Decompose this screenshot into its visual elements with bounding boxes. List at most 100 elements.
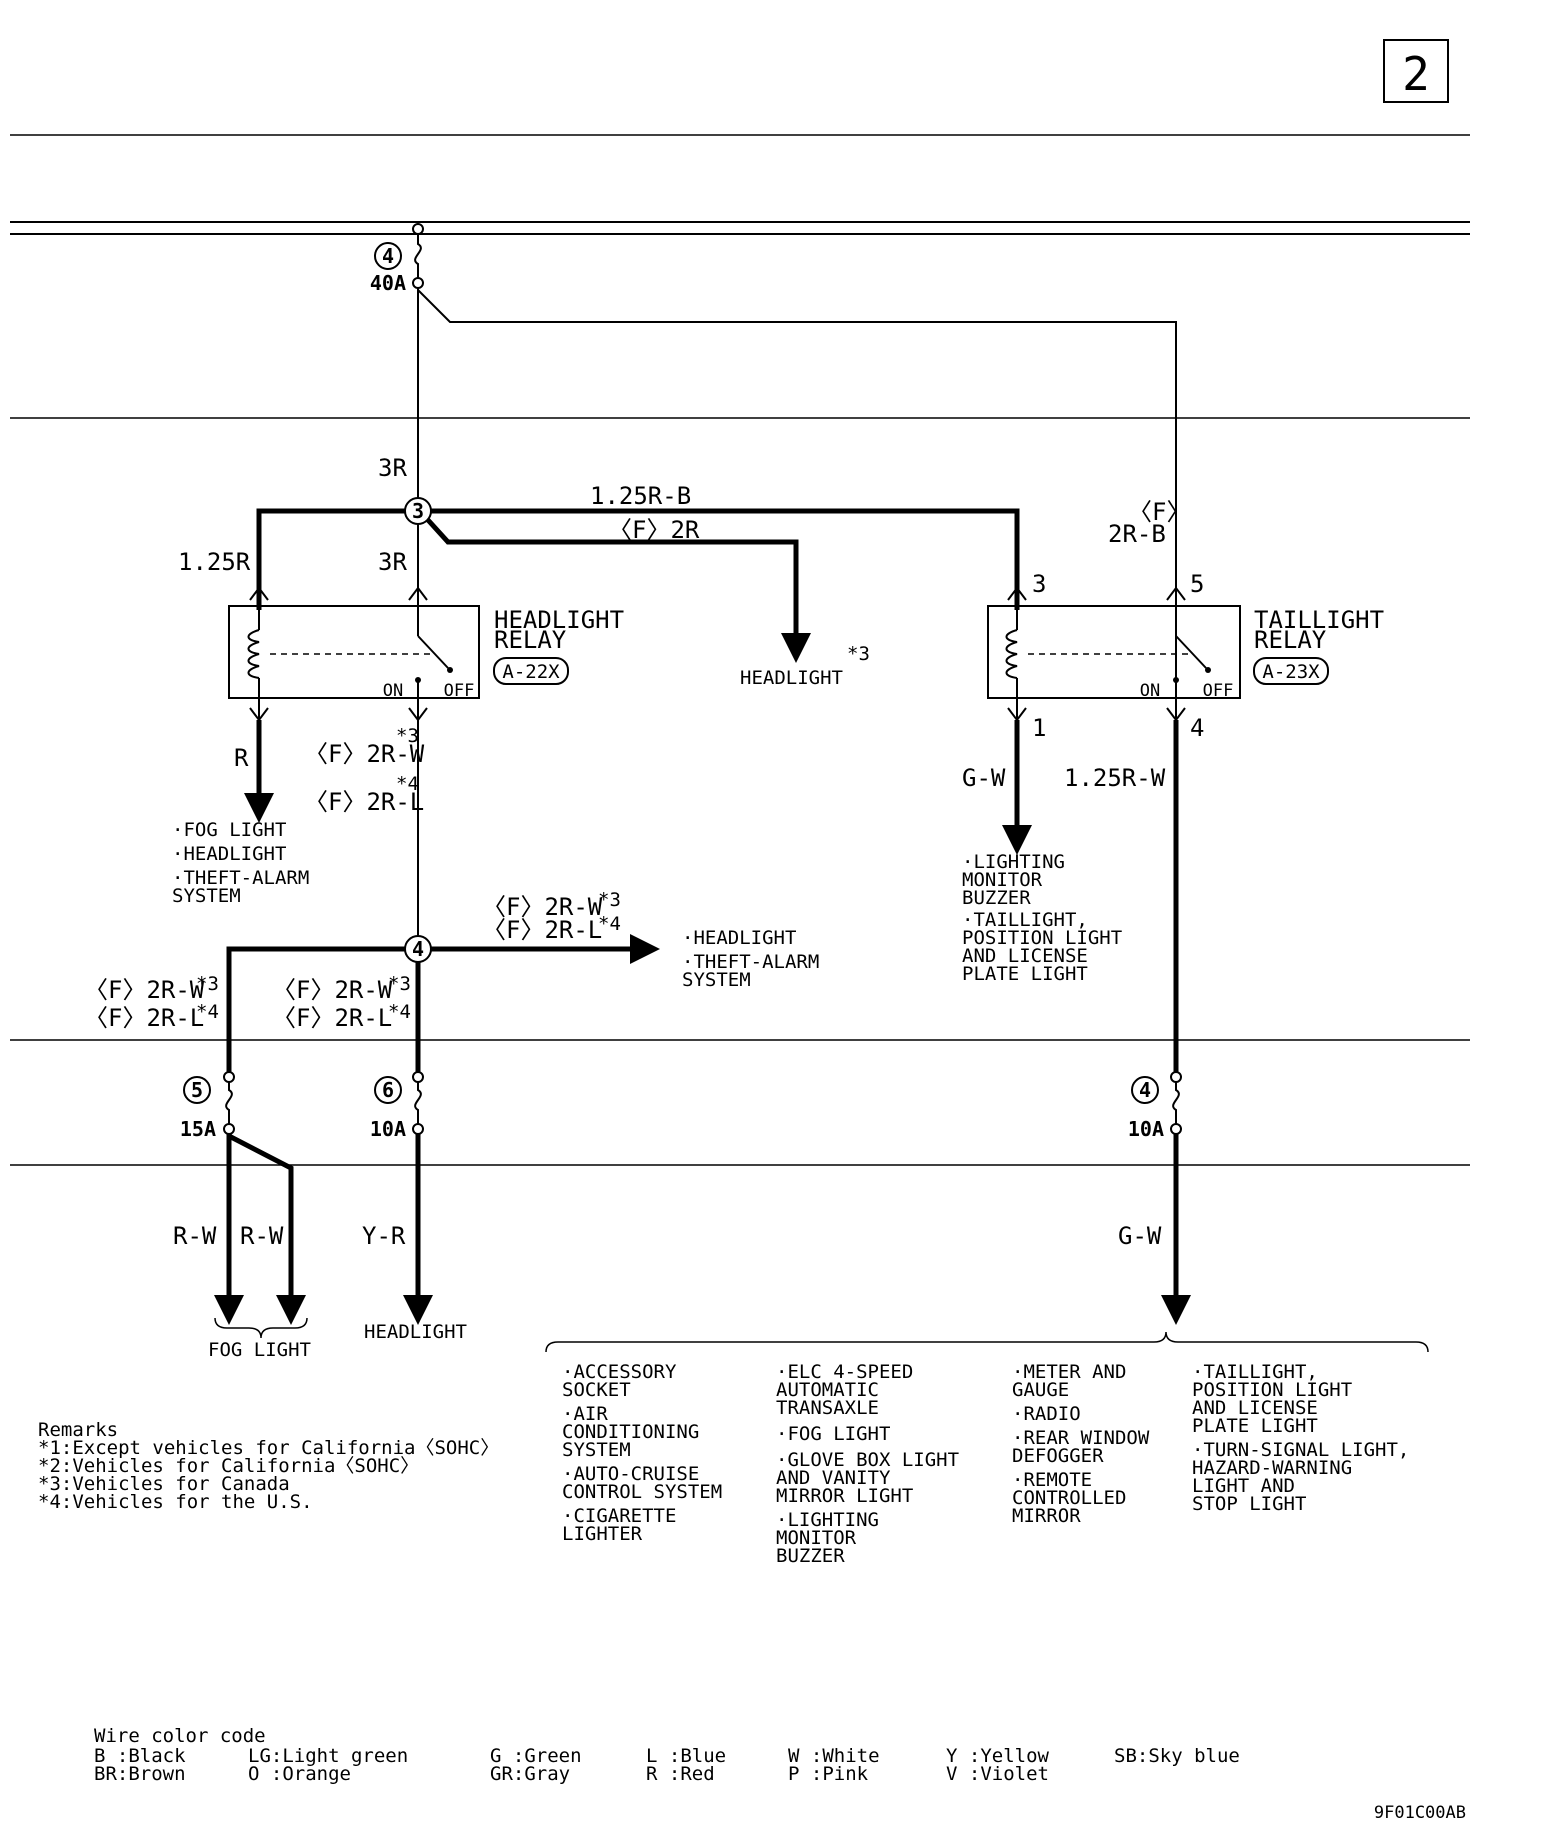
list-line: LIGHTER: [562, 1523, 643, 1545]
color-code: GR:Gray: [490, 1763, 570, 1785]
remark-item: *3:Vehicles for Canada: [38, 1473, 290, 1495]
list-line: ·ACCESSORY: [562, 1361, 677, 1383]
star-note: *3: [388, 973, 411, 995]
color-code: LG:Light green: [248, 1745, 408, 1767]
list-line: TRANSAXLE: [776, 1397, 879, 1419]
list-line: AUTOMATIC: [776, 1379, 879, 1401]
taillight-relay: ON OFF TAILLIGHT RELAY A-23X 3 5 1 4: [987, 570, 1384, 742]
destination-line: ·THEFT-ALARM: [172, 867, 309, 889]
color-code: B :Black: [94, 1745, 186, 1767]
star-note: *3: [847, 643, 870, 665]
bottom-list-col4: ·TAILLIGHT, POSITION LIGHT AND LICENSE P…: [1192, 1361, 1409, 1515]
wire-color-code: Wire color code B :Black LG:Light green …: [94, 1725, 1240, 1785]
wire-label: Y-R: [362, 1222, 406, 1250]
wire-label: 1.25R-B: [590, 482, 691, 510]
list-line: STOP LIGHT: [1192, 1493, 1306, 1515]
list-line: AND LICENSE: [1192, 1397, 1318, 1419]
color-code: Y :Yellow: [946, 1745, 1050, 1767]
color-code: BR:Brown: [94, 1763, 186, 1785]
section-rules: [10, 134, 1470, 1166]
list-line: PLATE LIGHT: [1192, 1415, 1318, 1437]
footer-code: 9F01C00AB: [1374, 1803, 1466, 1823]
wire-label: R: [234, 744, 249, 772]
remarks: Remarks *1:Except vehicles for Californi…: [38, 1419, 499, 1513]
fuse-number: 4: [382, 244, 394, 268]
remark-item: *4:Vehicles for the U.S.: [38, 1491, 313, 1513]
destination-line: ·THEFT-ALARM: [682, 951, 819, 973]
fuse-15a: 5 15A: [180, 1071, 235, 1141]
pin-4: 4: [1190, 714, 1204, 742]
page-number: 2: [1402, 47, 1430, 101]
star-note: *4: [598, 913, 621, 935]
pin-3: 3: [1032, 570, 1046, 598]
wire-label: 〈F〉: [1128, 498, 1190, 526]
list-line: ·FOG LIGHT: [776, 1423, 890, 1445]
pin-1: 1: [1032, 714, 1046, 742]
relay-off-label: OFF: [1203, 681, 1234, 701]
star-note: *4: [196, 1001, 219, 1023]
color-code: P :Pink: [788, 1763, 869, 1785]
list-line: AND VANITY: [776, 1467, 891, 1489]
color-code: L :Blue: [646, 1745, 726, 1767]
list-line: CONDITIONING: [562, 1421, 699, 1443]
wire-label: 2R-B: [1108, 520, 1166, 548]
destination-line: AND LICENSE: [962, 945, 1088, 967]
pin-5: 5: [1190, 570, 1204, 598]
remark-item: *1:Except vehicles for California〈SOHC〉: [38, 1437, 499, 1459]
wire-label: G-W: [962, 764, 1006, 792]
color-code: O :Orange: [248, 1763, 351, 1785]
wire-label: 〈F〉2R-W: [304, 740, 425, 768]
wire-label: 〈F〉2R-L: [84, 1004, 204, 1032]
junction-number: 4: [412, 937, 424, 961]
wire-label: R-W: [240, 1222, 284, 1250]
wire-label: G-W: [1118, 1222, 1162, 1250]
list-line: HAZARD-WARNING: [1192, 1457, 1352, 1479]
list-line: ·METER AND: [1012, 1361, 1126, 1383]
wire-f-2r-headlight: [426, 518, 811, 663]
wire-label: 〈F〉2R: [608, 516, 700, 544]
list-line: LIGHT AND: [1192, 1475, 1295, 1497]
wire-r-w-2: [227, 1133, 306, 1325]
destination-line: MONITOR: [962, 869, 1043, 891]
list-line: ·CIGARETTE: [562, 1505, 676, 1527]
list-line: POSITION LIGHT: [1192, 1379, 1352, 1401]
destination-line: ·FOG LIGHT: [172, 819, 286, 841]
wire-label: 〈F〉2R-L: [482, 916, 602, 944]
destination-line: POSITION LIGHT: [962, 927, 1122, 949]
junction-3: 3: [404, 497, 432, 525]
list-line: CONTROL SYSTEM: [562, 1481, 722, 1503]
junction-number: 3: [412, 499, 424, 523]
list-line: ·LIGHTING: [776, 1509, 879, 1531]
wire-label: 1.25R: [178, 548, 251, 576]
relay-name-line1: TAILLIGHT: [1254, 606, 1384, 634]
destination-line: ·HEADLIGHT: [682, 927, 796, 949]
list-line: MIRROR: [1012, 1505, 1081, 1527]
junction-4: 4: [404, 935, 432, 963]
destination-line: PLATE LIGHT: [962, 963, 1088, 985]
destination-brace: [545, 1331, 1429, 1353]
color-code: R :Red: [646, 1763, 715, 1785]
list-line: ·TURN-SIGNAL LIGHT,: [1192, 1439, 1409, 1461]
page-number-box: 2: [1383, 39, 1449, 103]
fuse-10a-taillight: 4 10A: [1128, 1071, 1182, 1141]
color-code: V :Violet: [946, 1763, 1049, 1785]
wire-1-25r-b: [431, 508, 1020, 610]
relay-code: A-23X: [1262, 661, 1320, 683]
relay-off-label: OFF: [444, 681, 475, 701]
relay-code: A-22X: [502, 661, 560, 683]
destination-line: SYSTEM: [172, 885, 241, 907]
relay-name-line1: HEADLIGHT: [494, 606, 624, 634]
destination-line: ·TAILLIGHT,: [962, 909, 1088, 931]
star-note: *3: [396, 725, 419, 747]
relay-on-label: ON: [1140, 681, 1160, 701]
destination-headlight-bottom: HEADLIGHT: [364, 1321, 467, 1343]
list-line: ·TAILLIGHT,: [1192, 1361, 1318, 1383]
fuse-rating: 10A: [1128, 1117, 1164, 1141]
wire-label: R-W: [173, 1222, 217, 1250]
fuse-40a: 4 40A: [370, 223, 424, 295]
bottom-list-col1: ·ACCESSORY SOCKET ·AIR CONDITIONING SYST…: [562, 1361, 722, 1545]
color-code: W :White: [788, 1745, 880, 1767]
wire-label: 〈F〉2R-W: [482, 893, 603, 921]
wire-label: 3R: [378, 548, 407, 576]
